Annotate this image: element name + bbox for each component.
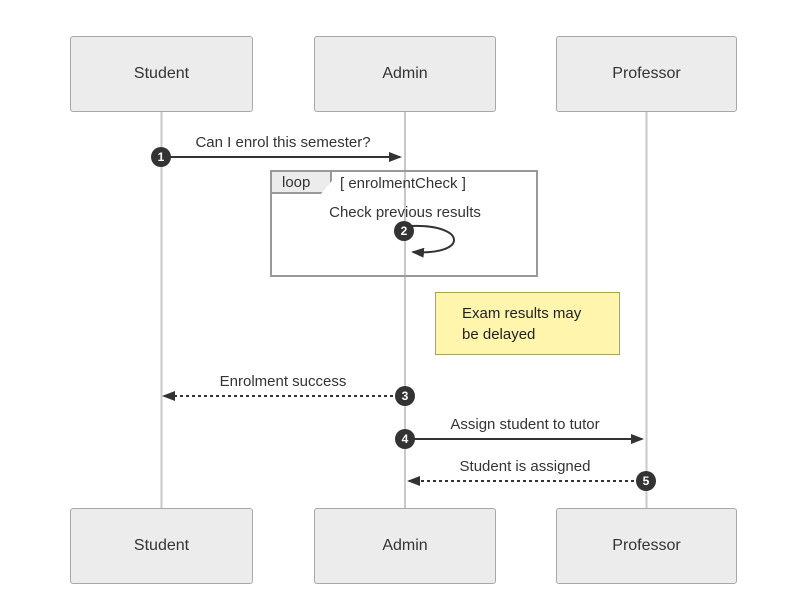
message-1-label: Can I enrol this semester? bbox=[195, 134, 371, 151]
actor-bottom-professor: Professor bbox=[556, 508, 737, 584]
actor-top-admin: Admin bbox=[314, 36, 496, 112]
actor-label: Professor bbox=[612, 537, 681, 554]
loop-label: loop bbox=[282, 174, 311, 191]
message-5-label: Student is assigned bbox=[459, 458, 591, 475]
message-3-number-badge: 3 bbox=[395, 386, 415, 406]
message-2-self-arrow bbox=[410, 224, 455, 258]
note-line-2: be delayed bbox=[462, 326, 536, 343]
actor-bottom-student: Student bbox=[70, 508, 253, 584]
note-line-1: Exam results may bbox=[462, 305, 582, 322]
actor-label: Admin bbox=[382, 65, 428, 82]
message-2-label: Check previous results bbox=[329, 204, 481, 221]
message-4-number-badge: 4 bbox=[395, 429, 415, 449]
message-1-number-badge: 1 bbox=[151, 147, 171, 167]
actor-top-professor: Professor bbox=[556, 36, 737, 112]
actor-bottom-admin: Admin bbox=[314, 508, 496, 584]
message-2-number-badge: 2 bbox=[394, 221, 414, 241]
loop-fragment: loop [ enrolmentCheck ] bbox=[270, 170, 538, 277]
message-4-label: Assign student to tutor bbox=[450, 416, 600, 433]
actor-label: Student bbox=[133, 537, 190, 554]
actor-label: Professor bbox=[612, 65, 681, 82]
message-3-label: Enrolment success bbox=[219, 373, 347, 390]
actor-label: Student bbox=[133, 65, 190, 82]
note-exam-results: Exam results may be delayed bbox=[435, 292, 620, 355]
actor-top-student: Student bbox=[70, 36, 253, 112]
loop-condition: [ enrolmentCheck ] bbox=[340, 175, 466, 192]
loop-label-tab: loop bbox=[270, 170, 332, 194]
message-5-number-badge: 5 bbox=[636, 471, 656, 491]
actor-label: Admin bbox=[382, 537, 428, 554]
